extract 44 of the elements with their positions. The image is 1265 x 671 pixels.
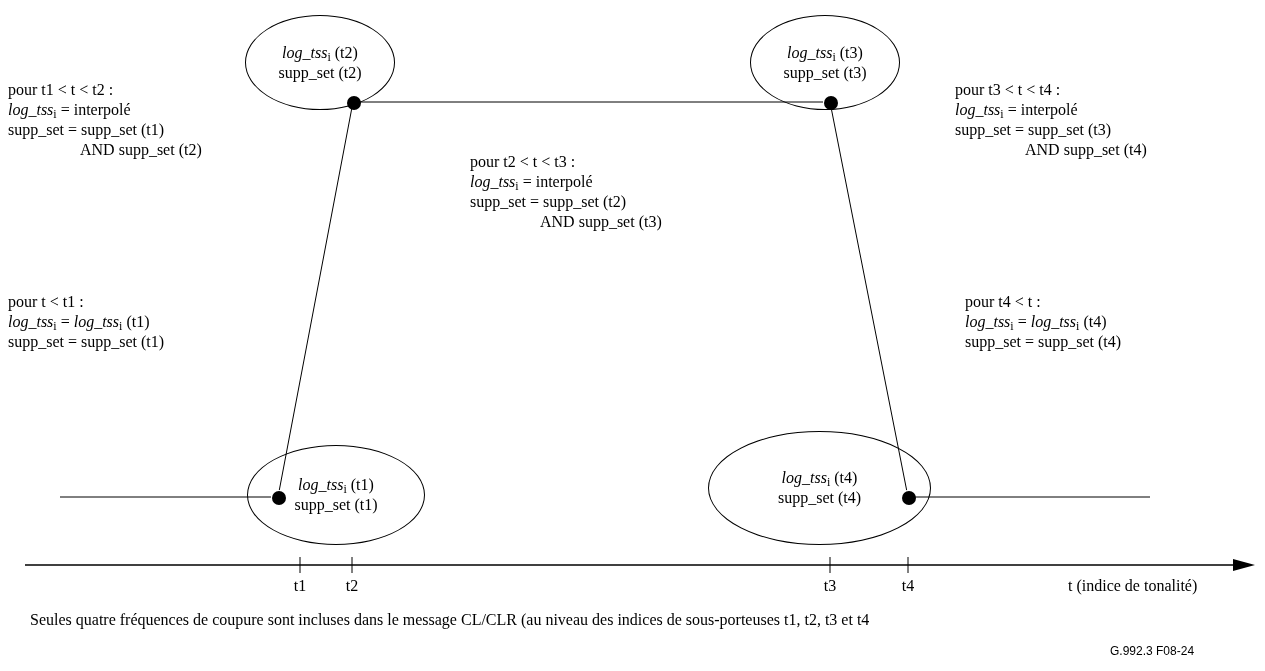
node-text: supp_set (t3): [783, 62, 867, 83]
connector-line: [914, 496, 1151, 498]
tick-label: t1: [293, 576, 307, 596]
annotation-text: pour t4 < t :: [965, 292, 1041, 312]
node-text: supp_set (t1): [294, 495, 378, 515]
data-point: [824, 96, 838, 110]
connector-line: [830, 108, 908, 491]
annotation-text: log_tss$_{i}$ = interpolé: [955, 100, 1078, 120]
node-text: supp_set (t2): [278, 62, 362, 83]
node-text: log_tss$_{i}$ (t4): [781, 468, 858, 488]
caption: Seules quatre fréquences de coupure sont incluses dans le message CL/CLR (au niveau des indices de sous-porteuses t1, t2, t3 et t4: [30, 610, 870, 630]
annotation-text: log_tss$_{i}$ = log_tss$_{i}$ (t4): [965, 312, 1107, 332]
connector-line: [278, 108, 353, 491]
tick-label: t2: [345, 576, 359, 596]
annotation-text: supp_set = supp_set (t2): [470, 192, 627, 212]
annotation-text: AND supp_set (t4): [1025, 140, 1147, 160]
annotation-text: pour t1 < t < t2 :: [8, 80, 114, 100]
annotation-text: log_tss$_{i}$ = interpolé: [8, 100, 131, 120]
annotation-text: supp_set = supp_set (t3): [955, 120, 1112, 140]
tick-label: t3: [823, 576, 837, 596]
annotation-text: pour t3 < t < t4 :: [955, 80, 1061, 100]
data-point: [272, 491, 286, 505]
node-text: log_tss$_{i}$ (t3): [787, 42, 863, 63]
connector-line: [359, 101, 824, 103]
annotation-text: supp_set = supp_set (t4): [965, 332, 1122, 352]
annotation-text: AND supp_set (t2): [80, 140, 202, 160]
annotation-text: pour t2 < t < t3 :: [470, 152, 576, 172]
annotation-text: supp_set = supp_set (t1): [8, 332, 165, 352]
annotation-text: pour t < t1 :: [8, 292, 84, 312]
ellipse-node: [750, 15, 900, 110]
annotation-text: log_tss$_{i}$ = log_tss$_{i}$ (t1): [8, 312, 150, 332]
node-text: log_tss$_{i}$ (t2): [282, 42, 358, 63]
node-text: supp_set (t4): [777, 488, 862, 508]
annotation-text: supp_set = supp_set (t1): [8, 120, 165, 140]
figure-id: G.992.3 F08-24: [1110, 643, 1195, 660]
annotation-text: AND supp_set (t3): [540, 212, 662, 232]
connector-line: [59, 496, 272, 498]
ellipse-node: [245, 15, 395, 110]
annotation-text: t (indice de tonalité): [1068, 576, 1198, 596]
tick-label: t4: [901, 576, 915, 596]
data-point: [902, 491, 916, 505]
data-point: [347, 96, 361, 110]
annotation-text: log_tss$_{i}$ = interpolé: [470, 172, 593, 192]
node-text: log_tss$_{i}$ (t1): [298, 475, 374, 495]
